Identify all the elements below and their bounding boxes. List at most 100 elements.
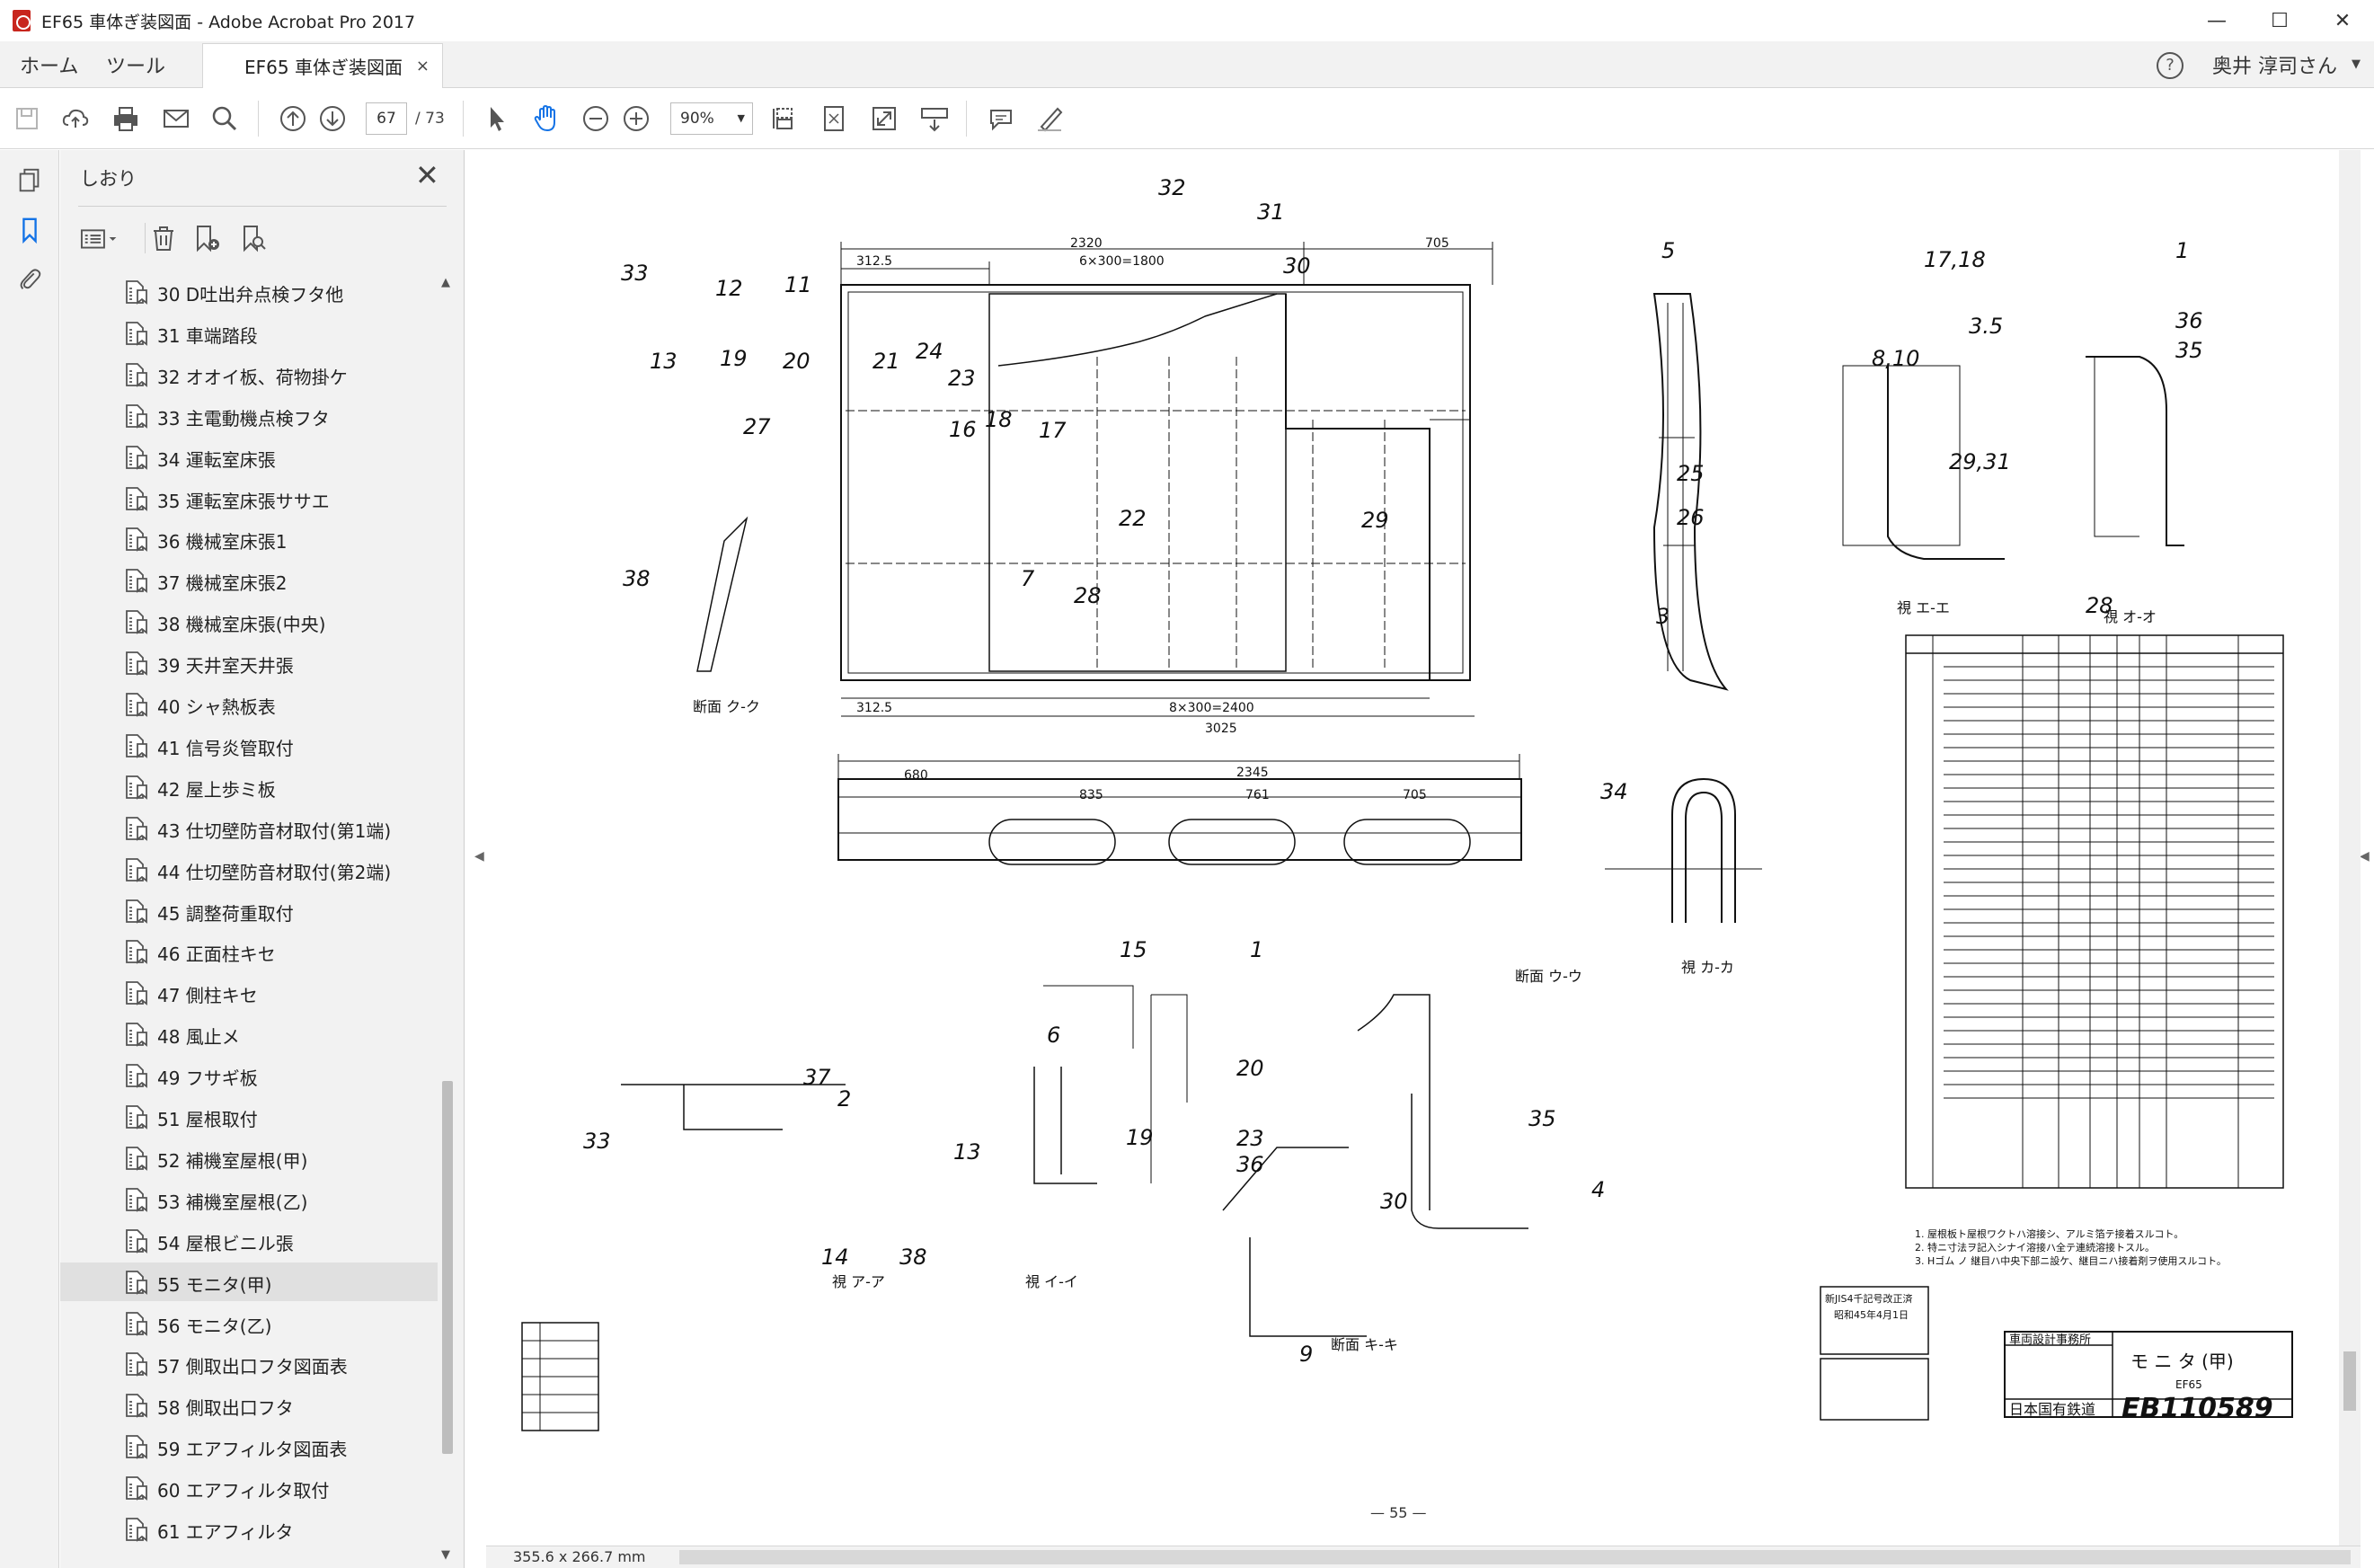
bookmark-item[interactable]: 37 機械室床張2 (60, 561, 438, 599)
part-callout: 21 (873, 349, 900, 374)
bookmark-item[interactable]: 44 仕切壁防音材取付(第2端) (60, 850, 438, 889)
bookmark-item[interactable]: 45 調整荷重取付 (60, 891, 438, 930)
bookmark-label: 52 補機室屋根(甲) (157, 1150, 308, 1172)
bookmark-item[interactable]: 33 主電動機点検フタ (60, 396, 438, 435)
part-callout: 37 (803, 1065, 831, 1090)
select-cursor-icon[interactable] (481, 102, 513, 135)
bookmark-item[interactable]: 46 正面柱キセ (60, 932, 438, 970)
scrollbar-thumb[interactable] (2343, 1351, 2356, 1411)
bookmark-item[interactable]: 34 運転室床張 (60, 438, 438, 476)
options-menu-icon[interactable] (80, 222, 125, 254)
scrollbar-thumb[interactable] (442, 1081, 453, 1454)
zoom-out-icon[interactable] (580, 102, 612, 135)
close-panel-icon[interactable]: ✕ (415, 158, 439, 192)
highlight-pen-icon[interactable] (1033, 102, 1066, 135)
collapse-left-panel-icon[interactable]: ◀ (474, 849, 484, 864)
help-icon[interactable]: ? (2157, 52, 2184, 79)
bookmark-item[interactable]: 57 側取出口フタ図面表 (60, 1344, 438, 1383)
bookmark-item[interactable]: 54 屋根ビニル張 (60, 1221, 438, 1260)
bookmark-label: 40 シャ熱板表 (157, 696, 276, 718)
hand-tool-icon[interactable] (530, 102, 562, 135)
bookmark-item[interactable]: 56 モニタ(乙) (60, 1304, 438, 1342)
bookmark-item[interactable]: 38 機械室床張(中央) (60, 602, 438, 641)
bookmark-label: 36 機械室床張1 (157, 531, 288, 553)
keyboard-input-icon[interactable] (918, 102, 951, 135)
part-callout: 18 (985, 407, 1013, 432)
bookmark-item[interactable]: 41 信号炎管取付 (60, 726, 438, 765)
part-callout: 7 (1021, 566, 1035, 591)
horizontal-scrollbar[interactable] (679, 1550, 2351, 1564)
view-label-ii: 視 イ-イ (1025, 1273, 1078, 1290)
maximize-button[interactable]: ☐ (2271, 9, 2289, 32)
bookmark-label: 33 主電動機点検フタ (157, 408, 330, 430)
tab-tools[interactable]: ツール (106, 56, 166, 78)
bookmark-page-icon (125, 1022, 148, 1047)
tab-document[interactable]: EF65 車体ぎ装図面 × (202, 43, 443, 88)
search-icon[interactable] (208, 102, 241, 135)
document-scrollbar[interactable] (2339, 150, 2361, 1546)
bookmark-item[interactable]: 42 屋上歩ミ板 (60, 767, 438, 806)
bookmark-item[interactable]: 61 エアフィルタ (60, 1510, 438, 1548)
part-callout: 30 (1283, 253, 1311, 279)
bookmark-item[interactable]: 47 側柱キセ (60, 973, 438, 1012)
part-callout: 31 (1257, 199, 1285, 225)
close-window-button[interactable]: ✕ (2334, 9, 2352, 32)
tab-home[interactable]: ホーム (20, 56, 79, 78)
bookmark-item[interactable]: 43 仕切壁防音材取付(第1端) (60, 809, 438, 847)
part-callout: 17,18 (1924, 247, 1986, 272)
bookmarks-scrollbar[interactable]: ▲ ▼ (438, 272, 457, 1568)
page-number-input[interactable]: 67 (366, 102, 407, 135)
close-tab-icon[interactable]: × (415, 57, 430, 75)
expand-right-panel-icon[interactable]: ◀ (2360, 849, 2370, 864)
bookmark-page-icon (125, 899, 148, 924)
dim-top-left: 312.5 (856, 254, 892, 269)
bookmark-item[interactable]: 32 オオイ板、荷物掛ケ (60, 355, 438, 394)
bookmark-label: 48 風止メ (157, 1026, 240, 1048)
chevron-down-icon[interactable]: ▼ (2352, 58, 2361, 71)
bookmark-item[interactable]: 60 エアフィルタ取付 (60, 1468, 438, 1507)
attachments-icon[interactable] (13, 263, 46, 296)
bookmark-item[interactable]: 51 屋根取付 (60, 1097, 438, 1136)
bookmark-item[interactable]: 55 モニタ(甲) (60, 1262, 438, 1301)
email-icon[interactable] (160, 102, 192, 135)
save-icon[interactable] (11, 102, 43, 135)
zoom-in-icon[interactable] (620, 102, 652, 135)
bookmark-item[interactable]: 40 シャ熱板表 (60, 685, 438, 723)
bookmark-item[interactable]: 31 車端踏段 (60, 314, 438, 352)
fit-page-icon[interactable] (818, 102, 850, 135)
bookmark-item[interactable]: 36 機械室床張1 (60, 519, 438, 558)
scroll-mode-icon[interactable] (768, 102, 801, 135)
scroll-down-icon[interactable]: ▼ (441, 1548, 450, 1562)
bookmark-item[interactable]: 39 天井室天井張 (60, 643, 438, 682)
bookmark-label: 30 D吐出弁点検フタ他 (157, 284, 344, 306)
zoom-level-select[interactable]: 90% ▼ (670, 102, 753, 135)
toolbar-divider (966, 101, 967, 137)
bookmark-item[interactable]: 58 側取出口フタ (60, 1386, 438, 1424)
delete-bookmark-icon[interactable] (148, 222, 179, 254)
full-screen-icon[interactable] (868, 102, 900, 135)
part-callout: 29 (1361, 508, 1389, 533)
minimize-button[interactable]: — (2207, 9, 2227, 32)
bookmark-item[interactable]: 59 エアフィルタ図面表 (60, 1427, 438, 1466)
bookmark-item[interactable]: 30 D吐出弁点検フタ他 (60, 272, 438, 311)
part-callout: 30 (1380, 1189, 1408, 1214)
bookmark-item[interactable]: 53 補機室屋根(乙) (60, 1180, 438, 1218)
new-bookmark-icon[interactable] (191, 222, 222, 254)
previous-page-icon[interactable] (277, 102, 309, 135)
print-icon[interactable] (110, 102, 142, 135)
bookmark-page-icon (125, 279, 148, 305)
upload-cloud-icon[interactable] (59, 102, 92, 135)
comment-icon[interactable] (985, 102, 1017, 135)
user-account-menu[interactable]: 奥井 淳司さん (2212, 56, 2337, 78)
scroll-up-icon[interactable]: ▲ (441, 276, 450, 289)
bookmark-item[interactable]: 48 風止メ (60, 1014, 438, 1053)
bookmark-item[interactable]: 52 補機室屋根(甲) (60, 1138, 438, 1177)
search-bookmark-icon[interactable] (238, 222, 269, 254)
page-thumbnails-icon[interactable] (13, 164, 46, 197)
bookmark-item[interactable]: 35 運転室床張ササエ (60, 479, 438, 518)
bookmark-page-icon (125, 1351, 148, 1377)
bookmark-item[interactable]: 49 フサギ板 (60, 1056, 438, 1094)
bookmarks-icon[interactable] (13, 214, 46, 246)
next-page-icon[interactable] (316, 102, 349, 135)
